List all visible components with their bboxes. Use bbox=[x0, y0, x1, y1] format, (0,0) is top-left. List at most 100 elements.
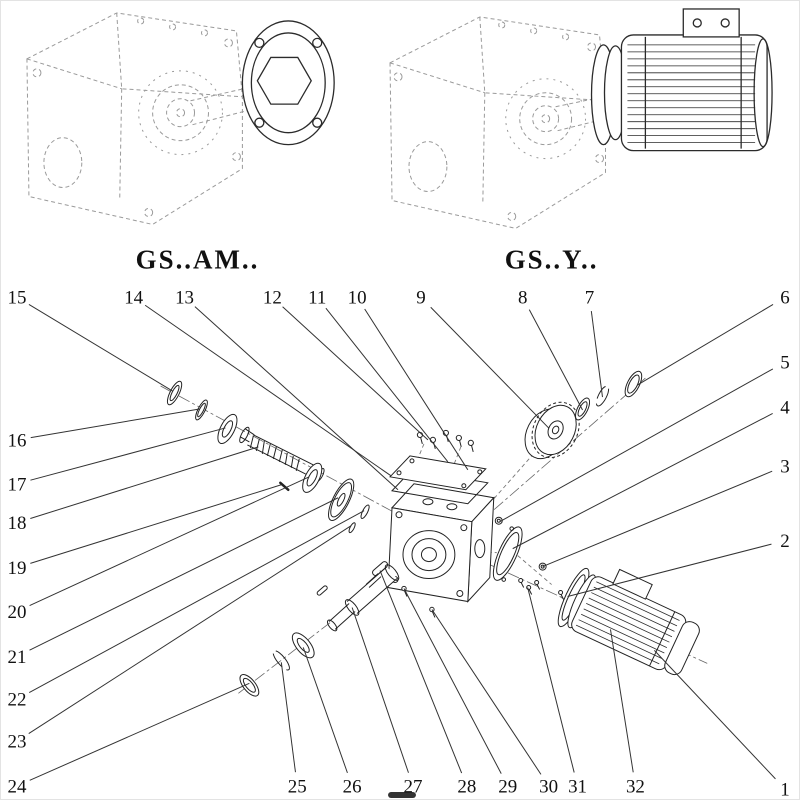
leader-line-2 bbox=[567, 543, 772, 597]
leader-line-4 bbox=[512, 413, 773, 550]
callout-12: 12 bbox=[263, 288, 282, 309]
am-boss-center bbox=[176, 108, 186, 118]
motor-seams bbox=[644, 36, 742, 149]
leader-line-16 bbox=[30, 408, 200, 439]
plug-side bbox=[538, 562, 547, 571]
callout-22: 22 bbox=[7, 690, 26, 711]
gear-teeth bbox=[531, 401, 580, 459]
leader-line-14 bbox=[144, 304, 392, 477]
am-bolt-3 bbox=[231, 152, 241, 162]
callout-1: 1 bbox=[780, 780, 789, 800]
flange-bolt-hole-4 bbox=[312, 37, 323, 49]
am-side-opening bbox=[43, 137, 83, 189]
y-bolt-3 bbox=[595, 154, 604, 164]
gear-housing bbox=[387, 483, 495, 603]
flange-inner-ring bbox=[250, 32, 326, 134]
model-label-left: GS..AM.. bbox=[136, 244, 260, 274]
gearbox-y-illustration bbox=[389, 16, 606, 229]
input-bearing-front bbox=[217, 413, 238, 444]
bottom-edge-mark bbox=[388, 792, 416, 799]
y-shaft-lines bbox=[555, 96, 606, 132]
housing-bore-inner bbox=[420, 547, 437, 563]
callout-24: 24 bbox=[7, 777, 26, 798]
am-top-screw-3 bbox=[200, 29, 208, 37]
leader-line-22 bbox=[28, 510, 365, 694]
small-ring-23 bbox=[348, 522, 356, 534]
leader-line-11 bbox=[325, 307, 449, 463]
callout-13: 13 bbox=[175, 288, 194, 309]
y-boss-ticks bbox=[505, 78, 587, 160]
callout-11: 11 bbox=[308, 288, 326, 309]
y-boss-center bbox=[541, 114, 551, 124]
motor-terminal-box bbox=[682, 8, 740, 38]
callout-27: 27 bbox=[403, 777, 422, 798]
callout-17: 17 bbox=[7, 474, 26, 495]
y-bolt-2 bbox=[587, 42, 597, 52]
am-output-flange bbox=[241, 20, 335, 146]
callout-16: 16 bbox=[7, 430, 26, 451]
y-bolt-4 bbox=[507, 211, 517, 221]
gearbox-am-illustration bbox=[26, 12, 255, 225]
callout-9: 9 bbox=[416, 288, 425, 309]
helical-gear bbox=[524, 401, 580, 460]
dowel-pin bbox=[279, 481, 290, 492]
model-label-right: GS..Y.. bbox=[505, 244, 599, 274]
am-bolt-2 bbox=[223, 38, 233, 48]
leader-line-8 bbox=[528, 309, 583, 411]
y-top-screw-3 bbox=[562, 33, 570, 41]
leader-line-27 bbox=[351, 607, 409, 773]
input-bearing-rear bbox=[302, 462, 323, 493]
callout-26: 26 bbox=[343, 777, 362, 798]
y-boss-outer bbox=[519, 92, 573, 146]
housing-bore-mid bbox=[411, 538, 447, 572]
housing-top-hole-1 bbox=[422, 498, 434, 506]
callout-29: 29 bbox=[498, 777, 517, 798]
gear-circlip bbox=[595, 385, 610, 407]
assembly-guides bbox=[414, 437, 572, 604]
flange-bolt-hole-1 bbox=[312, 117, 323, 128]
callout-6: 6 bbox=[780, 288, 789, 309]
leader-line-7 bbox=[590, 311, 603, 398]
leader-line-25 bbox=[280, 662, 296, 773]
leader-line-1 bbox=[653, 650, 776, 780]
leader-line-17 bbox=[30, 427, 226, 481]
leader-line-3 bbox=[542, 470, 773, 568]
motor-end-bell bbox=[753, 38, 773, 148]
callout-4: 4 bbox=[780, 397, 790, 418]
leader-line-26 bbox=[302, 647, 348, 774]
input-spacer-ring bbox=[195, 399, 208, 421]
exploded-view bbox=[160, 370, 708, 697]
leader-line-12 bbox=[282, 306, 429, 441]
callout-30: 30 bbox=[539, 777, 558, 798]
leader-line-20 bbox=[29, 476, 310, 607]
callout-21: 21 bbox=[7, 647, 26, 668]
output-shaft bbox=[326, 564, 400, 632]
housing-bore-outer bbox=[402, 530, 456, 580]
am-bolt-1 bbox=[32, 68, 42, 78]
housing-bolt-4 bbox=[456, 590, 464, 598]
y-top-screw-1 bbox=[498, 21, 506, 29]
leader-line-29 bbox=[403, 588, 502, 774]
callout-14: 14 bbox=[124, 288, 143, 309]
cover-plate bbox=[389, 455, 487, 491]
output-seal-washer bbox=[239, 674, 260, 697]
exploded-motor-fins bbox=[575, 581, 680, 665]
am-bolt-4 bbox=[144, 207, 154, 217]
small-ring-22 bbox=[360, 504, 370, 519]
callout-31: 31 bbox=[568, 777, 587, 798]
y-body-outline bbox=[389, 16, 606, 229]
callout-23: 23 bbox=[7, 732, 26, 753]
input-oil-seal bbox=[166, 380, 183, 406]
callout-32: 32 bbox=[626, 777, 645, 798]
am-body-outline bbox=[26, 12, 243, 225]
flange-bolt-hole-2 bbox=[254, 117, 265, 128]
flange-outer-ring bbox=[241, 20, 335, 146]
plug-top bbox=[494, 516, 503, 525]
leader-line-28 bbox=[379, 570, 463, 774]
shaft-pin bbox=[316, 585, 328, 596]
y-body-edges bbox=[389, 16, 606, 205]
output-bearing bbox=[291, 632, 315, 659]
gear-axis-line bbox=[461, 377, 646, 538]
terminal-screw-2 bbox=[720, 18, 730, 28]
